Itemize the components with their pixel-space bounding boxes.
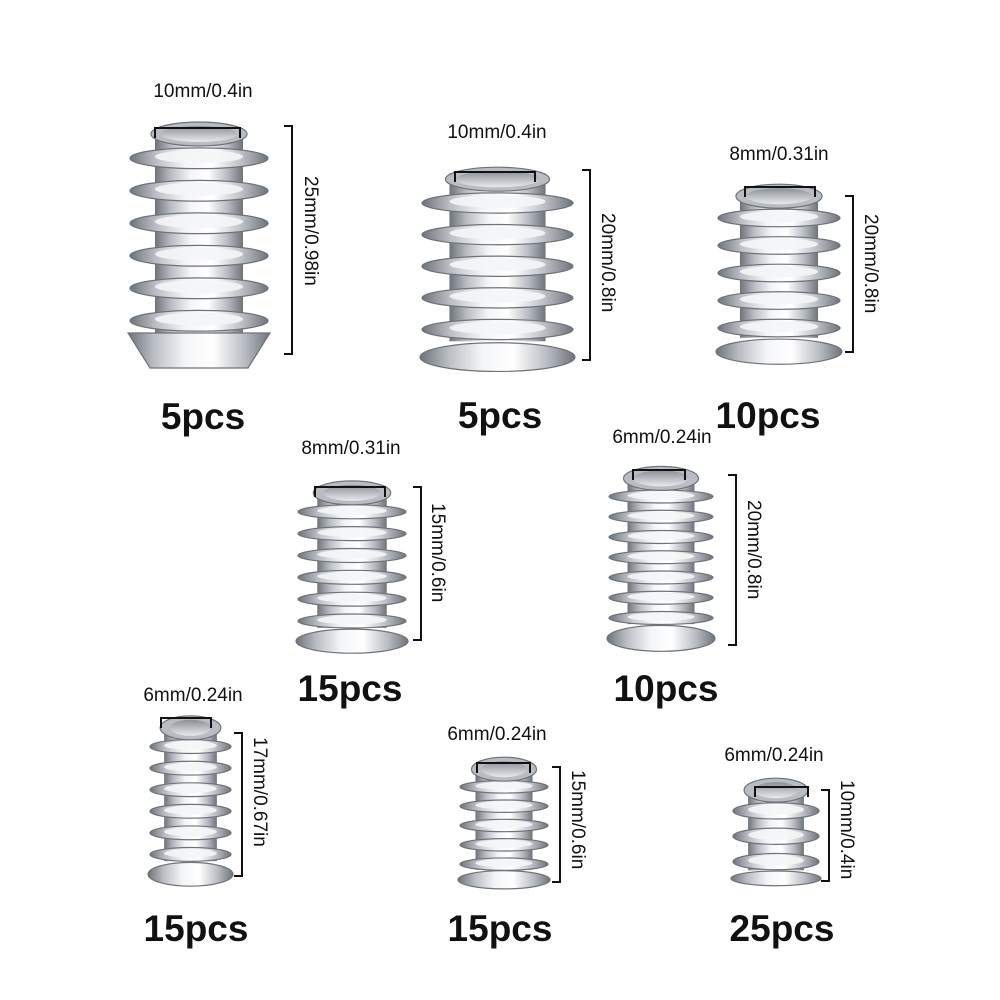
quantity-label: 15pcs (297, 668, 403, 709)
height-label: 10mm/0.4in (836, 780, 857, 880)
width-label: 6mm/0.24in (143, 685, 243, 706)
width-label: 6mm/0.24in (447, 724, 547, 745)
width-label: 8mm/0.31in (301, 438, 401, 459)
width-label: 6mm/0.24in (612, 427, 712, 448)
width-label: 6mm/0.24in (724, 745, 824, 766)
quantity-label: 5pcs (457, 395, 543, 436)
width-label: 8mm/0.31in (729, 144, 829, 165)
quantity-label: 5pcs (160, 396, 246, 437)
quantity-label: 15pcs (143, 908, 249, 949)
quantity-label: 10pcs (613, 668, 719, 709)
quantity-label: 15pcs (447, 908, 553, 949)
quantity-label: 10pcs (715, 395, 821, 436)
quantity-label: 25pcs (729, 908, 835, 949)
width-label: 10mm/0.4in (447, 122, 547, 143)
width-label: 10mm/0.4in (153, 81, 253, 102)
